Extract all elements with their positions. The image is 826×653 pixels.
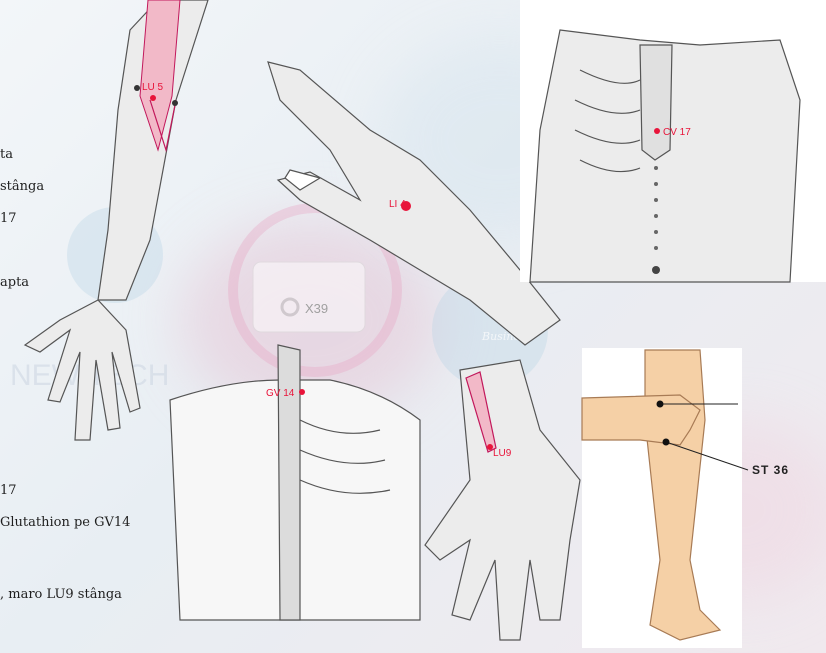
acupoint-label: LI 4 (389, 199, 406, 210)
acupoint-cv17 (654, 128, 660, 134)
back-figure (170, 345, 420, 620)
acupoint-st36 (663, 439, 670, 446)
acupoint-label: LU 5 (142, 82, 164, 93)
acupoint-marker (134, 85, 140, 91)
acupoint-label: LU9 (493, 448, 512, 459)
acupoint-label: ST 36 (752, 463, 789, 477)
acupoint-label: CV 17 (663, 127, 691, 138)
product-label: X39 (305, 301, 328, 316)
acupoint-lu5 (150, 95, 156, 101)
acupoint-gv14 (299, 389, 305, 395)
product-box (253, 262, 365, 332)
acupoint-marker (172, 100, 178, 106)
wrist-figure (425, 360, 580, 640)
acupoint-marker (657, 401, 664, 408)
leg-figure (582, 348, 742, 648)
acupoint-label: GV 14 (266, 388, 295, 399)
torso-figure (520, 0, 826, 282)
